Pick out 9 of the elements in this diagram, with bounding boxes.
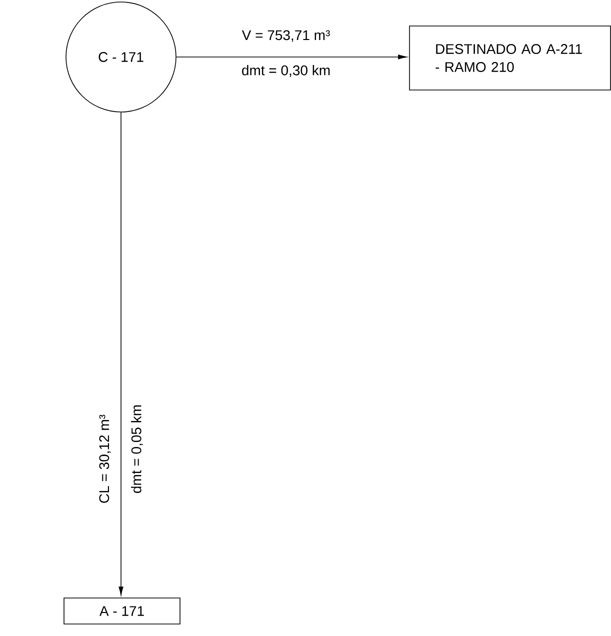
destination-box: DESTINADO AO A-211 - RAMO 210 [409, 26, 611, 90]
station-box: A - 171 [64, 598, 180, 624]
edge-label: CL = 30,12 m³ [98, 413, 112, 505]
edge-label: V = 753,71 m³ [240, 29, 332, 43]
distance-label: dmt = 0,05 km [130, 403, 144, 495]
arrow [118, 112, 124, 596]
circle-node: C - 171 [66, 2, 176, 112]
arrow [176, 54, 407, 60]
distance-label: dmt = 0,30 km [240, 64, 332, 78]
